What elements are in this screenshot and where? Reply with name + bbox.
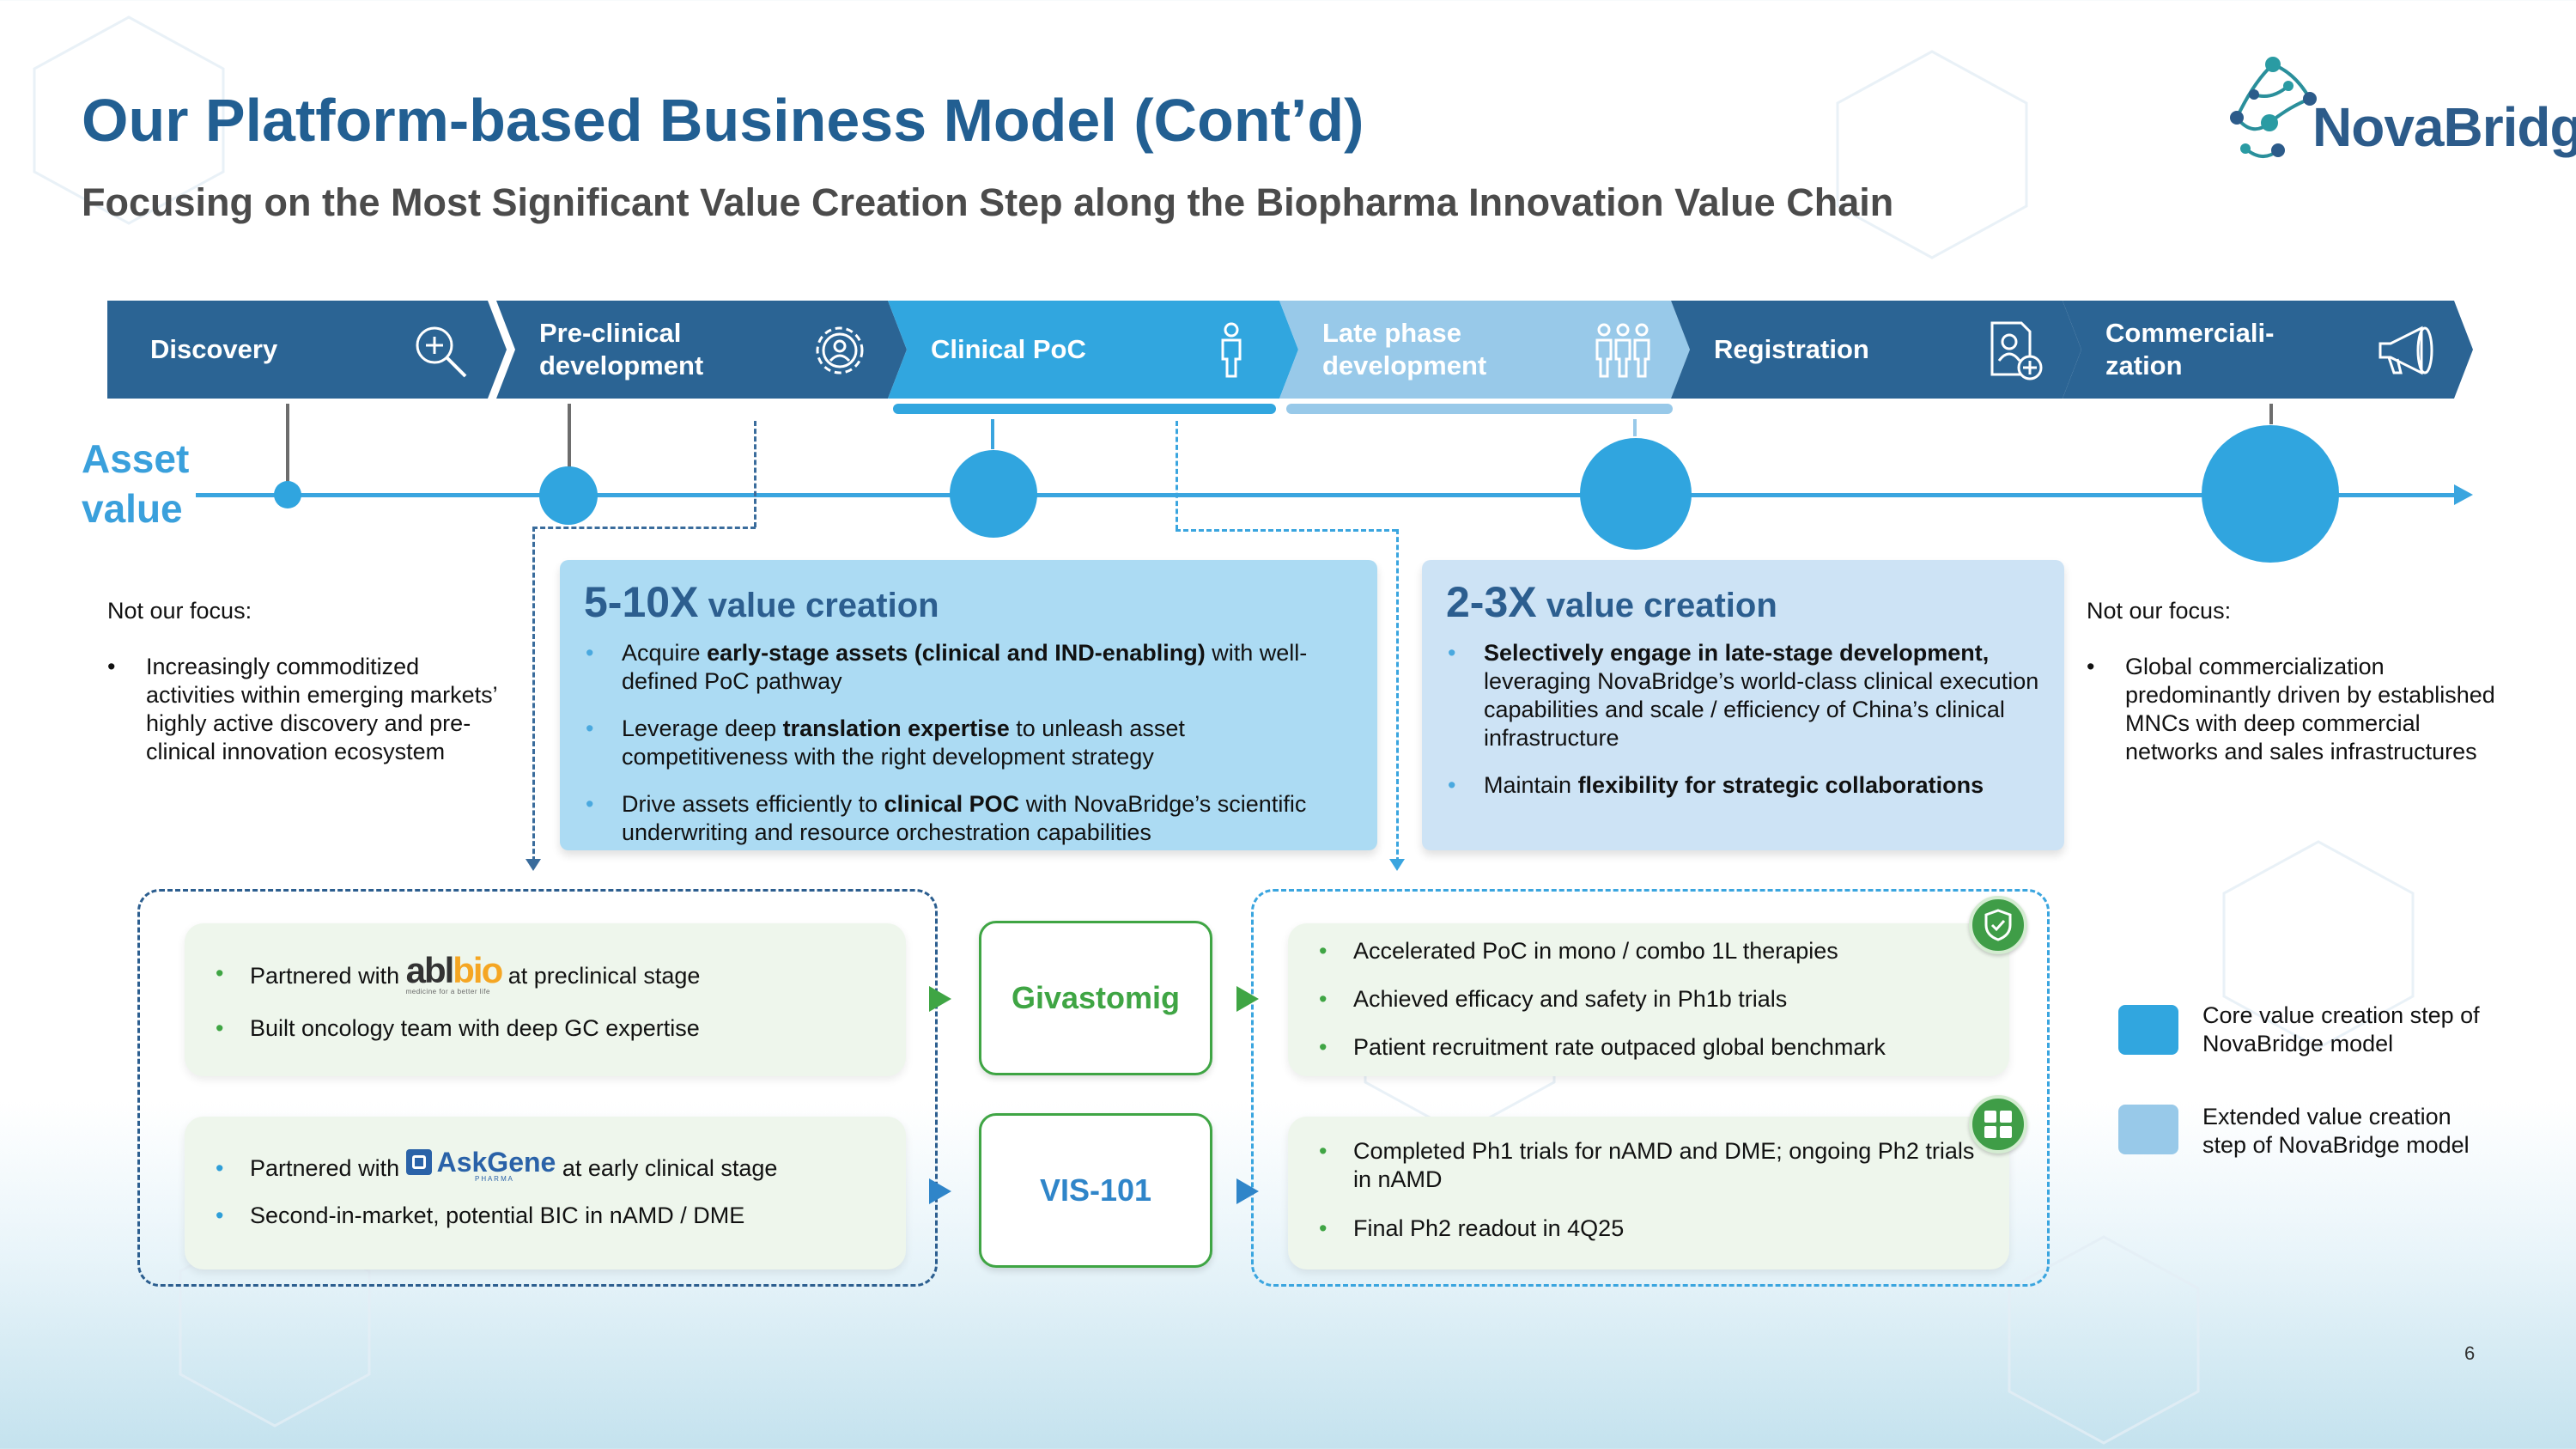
legend-extended-label: Extended value creation step of NovaBrid… bbox=[2202, 1104, 2470, 1158]
result-bullet: Final Ph2 readout in 4Q25 bbox=[1314, 1215, 1984, 1243]
value-dot-commercialization bbox=[2202, 425, 2339, 563]
chevron-label: Late phase development bbox=[1322, 318, 1487, 381]
timeline-stem bbox=[1633, 419, 1637, 436]
core-bullet: Acquire early-stage assets (clinical and… bbox=[584, 639, 1353, 696]
not-focus-bullet: Increasingly commoditized activities wit… bbox=[107, 653, 502, 766]
result-bullet: Completed Ph1 trials for nAMD and DME; o… bbox=[1314, 1137, 1984, 1194]
value-dot-discovery bbox=[274, 481, 301, 508]
person-icon bbox=[1200, 320, 1262, 381]
timeline-stem bbox=[2269, 404, 2273, 424]
connector-line bbox=[1396, 529, 1399, 862]
asset-givastomig: Givastomig bbox=[979, 921, 1212, 1075]
asset-vis101: VIS-101 bbox=[979, 1113, 1212, 1268]
partner-bullet: Second-in-market, potential BIC in nAMD … bbox=[210, 1202, 880, 1230]
page-title: Our Platform-based Business Model (Cont’… bbox=[82, 87, 1364, 154]
chevron-late-phase: Late phase development bbox=[1279, 301, 1690, 399]
timeline-stem bbox=[286, 404, 289, 490]
core-heading-text: value creation bbox=[708, 587, 939, 624]
connector-line bbox=[1176, 421, 1178, 530]
gear-person-icon bbox=[809, 320, 871, 381]
value-dot-preclinical bbox=[539, 466, 598, 525]
not-focus-heading: Not our focus: bbox=[107, 598, 252, 624]
chevron-discovery: Discovery bbox=[107, 301, 507, 399]
value-dot-late-phase bbox=[1580, 438, 1692, 550]
extended-heading-text: value creation bbox=[1546, 587, 1777, 624]
page-subtitle: Focusing on the Most Significant Value C… bbox=[82, 180, 1894, 224]
chevron-registration: Registration bbox=[1671, 301, 2081, 399]
flow-arrow bbox=[1236, 986, 1259, 1012]
connector-line bbox=[754, 421, 756, 527]
right-not-our-focus: Not our focus: Global commercialization … bbox=[2087, 597, 2499, 766]
flow-arrow bbox=[929, 986, 951, 1012]
chevron-label: Discovery bbox=[150, 334, 278, 364]
core-bullet: Drive assets efficiently to clinical POC… bbox=[584, 790, 1353, 847]
legend-swatch-extended bbox=[2118, 1105, 2178, 1154]
results-container bbox=[1251, 889, 2050, 1287]
connector-line bbox=[532, 527, 535, 861]
chevron-preclinical: Pre-clinical development bbox=[496, 301, 907, 399]
grid-squares-icon bbox=[1969, 1095, 2027, 1154]
connector-arrow bbox=[526, 859, 541, 871]
flow-arrow bbox=[1236, 1178, 1259, 1204]
result-bullet: Achieved efficacy and safety in Ph1b tri… bbox=[1314, 985, 1984, 1014]
core-bullet: Leverage deep translation expertise to u… bbox=[584, 715, 1353, 771]
connector-line bbox=[1176, 529, 1397, 532]
connector-arrow bbox=[1389, 859, 1405, 871]
extended-value-box: 2-3X value creation Selectively engage i… bbox=[1422, 560, 2064, 850]
timeline-stem bbox=[568, 404, 571, 468]
extended-bullet: Selectively engage in late-stage develop… bbox=[1446, 639, 2040, 752]
magnifier-plus-icon bbox=[409, 320, 471, 381]
extended-step-underline bbox=[1286, 404, 1673, 414]
core-multiplier: 5-10X bbox=[584, 578, 699, 626]
timeline-stem bbox=[991, 419, 994, 449]
extended-bullet: Maintain flexibility for strategic colla… bbox=[1446, 771, 2040, 800]
not-focus-bullet: Global commercialization predominantly d… bbox=[2087, 653, 2499, 766]
partner-bullet: Built oncology team with deep GC experti… bbox=[210, 1014, 880, 1043]
novabridge-network-icon bbox=[2230, 57, 2317, 158]
asset-value-label: Asset value bbox=[82, 436, 190, 531]
partnership-container bbox=[137, 889, 938, 1287]
not-focus-heading: Not our focus: bbox=[2087, 598, 2232, 624]
core-box-heading: 5-10X value creation bbox=[584, 577, 1353, 627]
result-bullet: Accelerated PoC in mono / combo 1L thera… bbox=[1314, 937, 1984, 965]
core-value-box: 5-10X value creation Acquire early-stage… bbox=[560, 560, 1377, 850]
givastomig-results-card: Accelerated PoC in mono / combo 1L thera… bbox=[1288, 923, 2009, 1076]
legend-core-label: Core value creation step of NovaBridge m… bbox=[2202, 1002, 2480, 1056]
chevron-label: Registration bbox=[1714, 334, 1869, 364]
asset-value-axis-arrow bbox=[2454, 484, 2473, 505]
logo-wordmark: NovaBridge bbox=[2312, 96, 2576, 158]
connector-line bbox=[532, 527, 756, 529]
chevron-commercialization: Commerciali- zation bbox=[2063, 301, 2473, 399]
left-not-our-focus: Not our focus: Increasingly commoditized… bbox=[107, 597, 502, 766]
novabridge-logo: NovaBridge bbox=[2220, 47, 2576, 167]
value-dot-clinical-poc bbox=[950, 450, 1037, 538]
extended-multiplier: 2-3X bbox=[1446, 578, 1537, 626]
flow-arrow bbox=[929, 1178, 951, 1204]
extended-box-heading: 2-3X value creation bbox=[1446, 577, 2040, 627]
chevron-clinical-poc: Clinical PoC bbox=[888, 301, 1298, 399]
legend-swatch-core bbox=[2118, 1005, 2178, 1055]
chevron-label: Pre-clinical development bbox=[539, 318, 704, 381]
asset-value-axis bbox=[196, 493, 2463, 497]
people-group-icon bbox=[1592, 320, 1654, 381]
chevron-label: Commerciali- zation bbox=[2105, 318, 2275, 381]
megaphone-icon bbox=[2375, 320, 2437, 381]
document-person-plus-icon bbox=[1984, 320, 2045, 381]
core-step-underline bbox=[893, 404, 1276, 414]
vis101-results-card: Completed Ph1 trials for nAMD and DME; o… bbox=[1288, 1117, 2009, 1269]
chevron-label: Clinical PoC bbox=[931, 334, 1086, 364]
result-bullet: Patient recruitment rate outpaced global… bbox=[1314, 1033, 1984, 1062]
page-number: 6 bbox=[2464, 1342, 2476, 1364]
shield-check-icon bbox=[1969, 896, 2027, 954]
